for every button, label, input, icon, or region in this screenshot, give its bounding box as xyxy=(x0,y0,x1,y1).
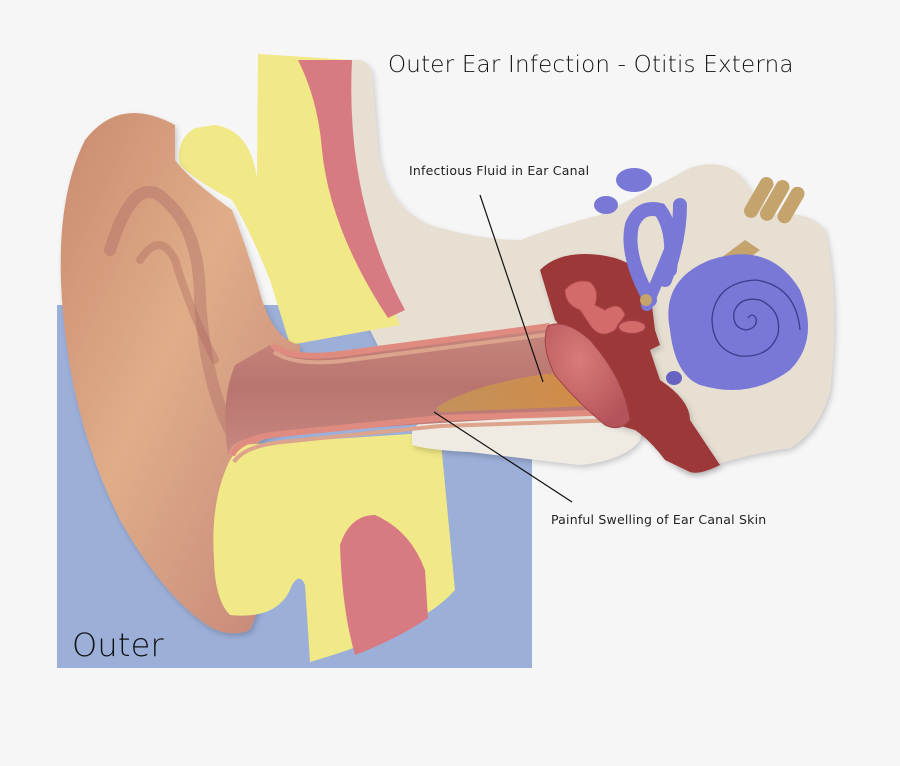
ear-canal-skin-upper xyxy=(270,323,551,359)
diagram-title: Outer Ear Infection - Otitis Externa xyxy=(388,52,794,78)
ear-canal-skin-lower xyxy=(229,409,621,457)
cochlea xyxy=(668,254,808,390)
ossicles xyxy=(564,280,626,335)
cochlea-spiral xyxy=(711,279,801,357)
stapes xyxy=(617,319,647,335)
tissue-lower xyxy=(340,515,428,655)
leader-line-swelling xyxy=(433,411,573,503)
tissue-upper xyxy=(298,60,405,318)
pinna-fold xyxy=(104,185,236,436)
ear-canal-skin-upper-inner xyxy=(272,332,553,365)
annotation-fluid: Infectious Fluid in Ear Canal xyxy=(409,163,590,178)
round-window xyxy=(666,371,682,385)
ear-canal-skin-lower-inner xyxy=(232,418,621,464)
pinna xyxy=(60,113,300,634)
oval-window xyxy=(640,294,652,306)
eardrum xyxy=(544,323,631,429)
annotation-swelling: Painful Swelling of Ear Canal Skin xyxy=(551,512,767,527)
pinna-fold-inner xyxy=(136,241,219,364)
canal-ampulla-2 xyxy=(594,196,618,214)
temporal-bone-lower xyxy=(412,417,641,465)
section-label-outer: Outer xyxy=(72,626,164,664)
leader-line-fluid xyxy=(479,194,544,383)
canal-ampulla-1 xyxy=(616,168,652,192)
